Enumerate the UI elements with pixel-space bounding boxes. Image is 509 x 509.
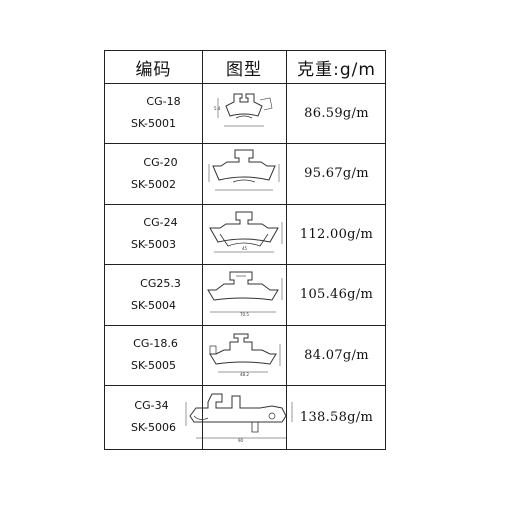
header-code: 编码 [135, 59, 172, 80]
sk-code: SK-5006 [130, 421, 176, 434]
cg-code: CG-18.6 [133, 337, 178, 350]
weight-value: 105.46g/m [299, 287, 374, 302]
sk-code: SK-5003 [130, 238, 176, 251]
row-divider [105, 204, 385, 205]
profile-drawing: 70.5 [207, 271, 283, 317]
profile-table: 编码 图型 克重:g/m CG-18 SK-5001 86.59g/m CG-2… [104, 50, 386, 450]
header-drawing: 图型 [226, 59, 262, 80]
profile-drawing [208, 149, 280, 191]
sk-code: SK-5001 [130, 117, 176, 130]
sk-code: SK-5005 [130, 359, 176, 372]
svg-text:70.5: 70.5 [240, 312, 249, 317]
table-row-code: CG25.3 SK-5004 [105, 264, 202, 325]
svg-text:45: 45 [242, 246, 248, 251]
cg-code: CG-24 [143, 216, 178, 229]
svg-text:5.4: 5.4 [214, 106, 221, 111]
weight-value: 84.07g/m [304, 347, 369, 363]
profile-drawing: 90 [185, 393, 293, 443]
table-row-code: CG-18.6 SK-5005 [105, 325, 202, 385]
svg-text:48.2: 48.2 [240, 372, 249, 377]
table-row-code: CG-34 SK-5006 [105, 385, 202, 449]
weight-value: 86.59g/m [304, 105, 369, 121]
svg-text:90: 90 [238, 438, 244, 443]
profile-drawing: 5.4 [214, 93, 273, 127]
row-divider [105, 385, 385, 386]
column-divider [202, 51, 203, 449]
profile-drawing: 48.2 [209, 333, 281, 377]
cg-code: CG-20 [143, 155, 178, 169]
cg-code: CG-34 [134, 399, 169, 412]
weight-value: 112.00g/m [299, 226, 374, 242]
table-row-code: CG-24 SK-5003 [105, 204, 202, 264]
cg-code: CG25.3 [140, 276, 181, 290]
weight-value: 138.58g/m [299, 409, 374, 425]
weight-value: 95.67g/m [304, 166, 369, 181]
header-weight: 克重:g/m [297, 59, 376, 80]
row-divider [105, 83, 385, 84]
row-divider [105, 264, 385, 265]
table-row-code: CG-20 SK-5002 [105, 143, 202, 204]
cg-code: CG-18 [146, 95, 181, 108]
sk-code: SK-5002 [130, 177, 176, 191]
row-divider [105, 143, 385, 144]
row-divider [105, 325, 385, 326]
column-divider [286, 51, 287, 449]
sk-code: SK-5004 [130, 298, 176, 312]
table-row-code: CG-18 SK-5001 [105, 83, 202, 143]
profile-drawing: 45 [209, 211, 283, 253]
